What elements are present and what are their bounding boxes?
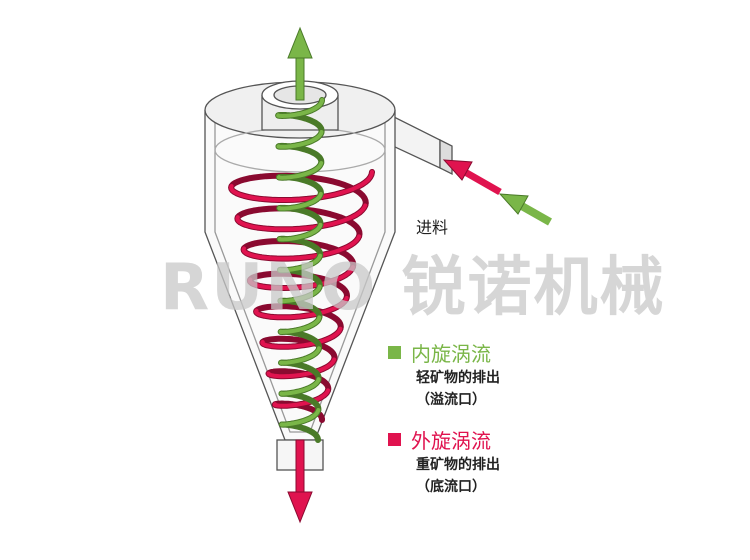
- feed-label: 进料: [416, 218, 449, 237]
- overflow-arrow: [287, 26, 313, 101]
- legend-inner-vortex: 内旋涡流 轻矿物的排出 （溢流口）: [388, 338, 500, 411]
- inner-vortex-spiral: [275, 97, 325, 443]
- feed-inlet-arrow: [442, 159, 552, 226]
- legend-line: （底流口）: [416, 479, 486, 495]
- spiral-stroke: [276, 98, 324, 427]
- underflow-arrow: [287, 439, 313, 524]
- legend-swatch-green: [388, 346, 401, 359]
- legend-title: 内旋涡流: [411, 342, 491, 366]
- legend-line: 重矿物的排出: [416, 457, 500, 473]
- legend-line: 轻矿物的排出: [416, 370, 500, 386]
- watermark-logo: RUNO 锐诺机械: [160, 251, 666, 325]
- legend-outer-vortex: 外旋涡流 重矿物的排出 （底流口）: [388, 425, 500, 498]
- legend-title: 外旋涡流: [411, 429, 491, 453]
- legend-swatch-red: [388, 433, 401, 446]
- legend-line: （溢流口）: [416, 392, 486, 408]
